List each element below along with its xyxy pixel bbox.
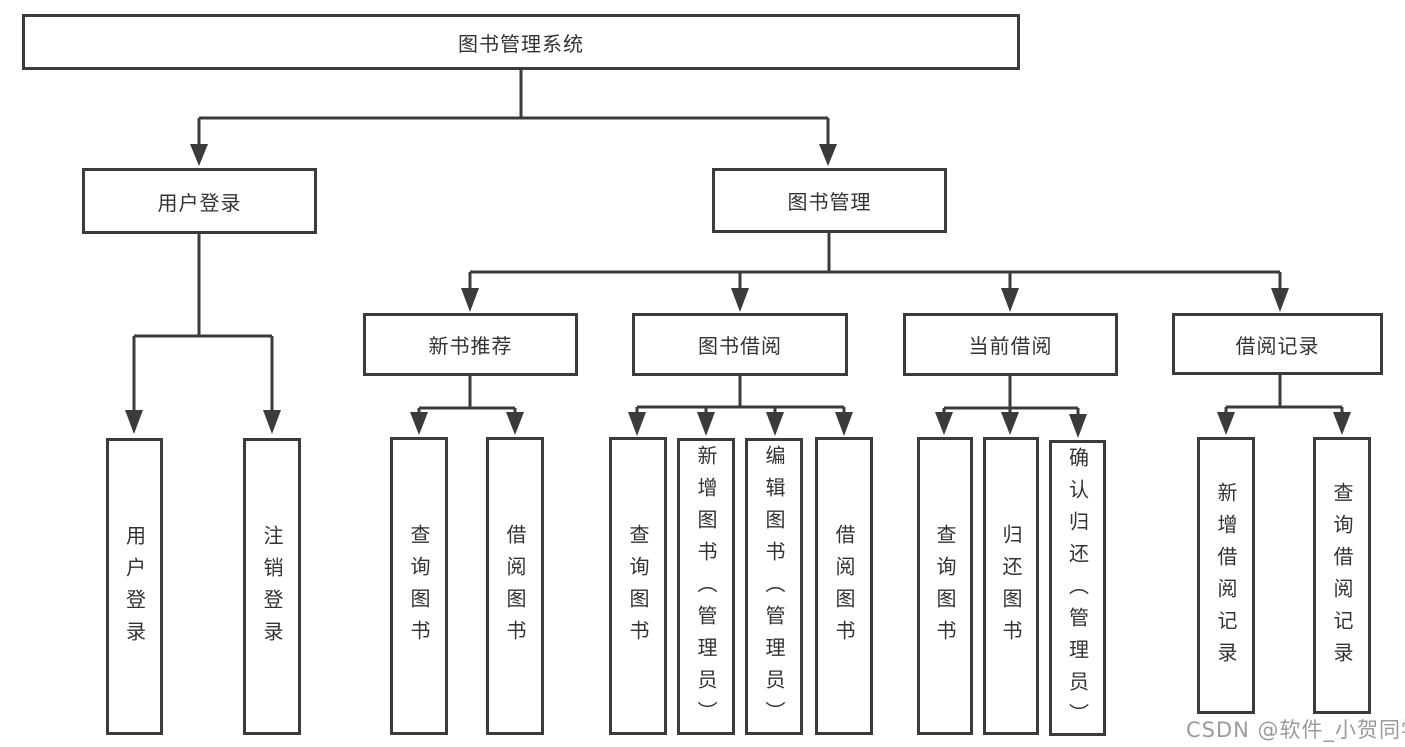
node-leaf-br-add-record: 新增借阅记录 bbox=[1197, 437, 1255, 714]
node-leaf-cb-confirm-return-admin: 确认归还（管理员） bbox=[1049, 440, 1106, 736]
arrowhead-rec-query bbox=[410, 412, 428, 435]
node-leaf-rec-query-books: 查询图书 bbox=[390, 437, 448, 735]
arrowhead-book-mgmt bbox=[819, 144, 837, 166]
arrowhead-bb-edit bbox=[766, 412, 784, 436]
node-book-management: 图书管理 bbox=[712, 168, 947, 233]
node-leaf-br-query-record: 查询借阅记录 bbox=[1313, 437, 1371, 714]
connector-book-borrow-group bbox=[635, 376, 846, 414]
node-root-title: 图书管理系统 bbox=[22, 14, 1020, 70]
arrowhead-cb-query bbox=[935, 412, 953, 435]
csdn-watermark: CSDN @软件_小贺同学 bbox=[1186, 718, 1405, 742]
node-borrowing-records: 借阅记录 bbox=[1172, 313, 1383, 375]
node-book-borrowing: 图书借阅 bbox=[632, 313, 848, 376]
arrowhead-rec-borrow bbox=[506, 412, 524, 435]
node-leaf-rec-borrow-books: 借阅图书 bbox=[486, 437, 544, 735]
connector-borrow-record-group bbox=[1224, 375, 1344, 414]
arrowhead-bb-query bbox=[628, 412, 646, 436]
arrowhead-cb-return bbox=[1001, 412, 1019, 435]
node-leaf-user-login: 用户登录 bbox=[106, 438, 163, 735]
arrowhead-login-leaf bbox=[125, 410, 143, 434]
arrowhead-borrow-record bbox=[1271, 288, 1289, 312]
connector-user-login-group bbox=[132, 234, 274, 412]
node-current-borrowing: 当前借阅 bbox=[903, 313, 1118, 376]
node-leaf-bb-borrow-books: 借阅图书 bbox=[815, 437, 873, 735]
arrowhead-bb-borrow bbox=[835, 412, 853, 436]
arrowhead-current-borrow bbox=[1001, 288, 1019, 312]
node-leaf-cb-return-books: 归还图书 bbox=[983, 437, 1039, 735]
connector-current-borrow-group bbox=[942, 376, 1080, 414]
node-leaf-logout: 注销登录 bbox=[243, 438, 301, 735]
node-new-book-recommendation: 新书推荐 bbox=[363, 313, 578, 376]
connector-root bbox=[197, 70, 830, 146]
arrowhead-book-borrow bbox=[731, 288, 749, 312]
arrowhead-logout-leaf bbox=[263, 410, 281, 434]
connector-new-book-rec-group bbox=[417, 376, 517, 414]
connector-book-mgmt-group bbox=[468, 233, 1282, 290]
node-leaf-cb-query-books: 查询图书 bbox=[917, 437, 973, 735]
arrowhead-user-login bbox=[190, 144, 208, 166]
node-leaf-bb-edit-books-admin: 编辑图书（管理员） bbox=[745, 438, 803, 735]
arrowhead-cb-confirm bbox=[1069, 414, 1087, 438]
node-user-login: 用户登录 bbox=[82, 168, 317, 234]
node-leaf-bb-add-books-admin: 新增图书（管理员） bbox=[677, 438, 735, 735]
arrowhead-br-query bbox=[1333, 412, 1351, 435]
arrowhead-br-add bbox=[1217, 412, 1235, 435]
arrowhead-new-book-rec bbox=[461, 288, 479, 312]
arrowhead-bb-add bbox=[697, 412, 715, 436]
node-leaf-bb-query-books: 查询图书 bbox=[609, 437, 667, 735]
